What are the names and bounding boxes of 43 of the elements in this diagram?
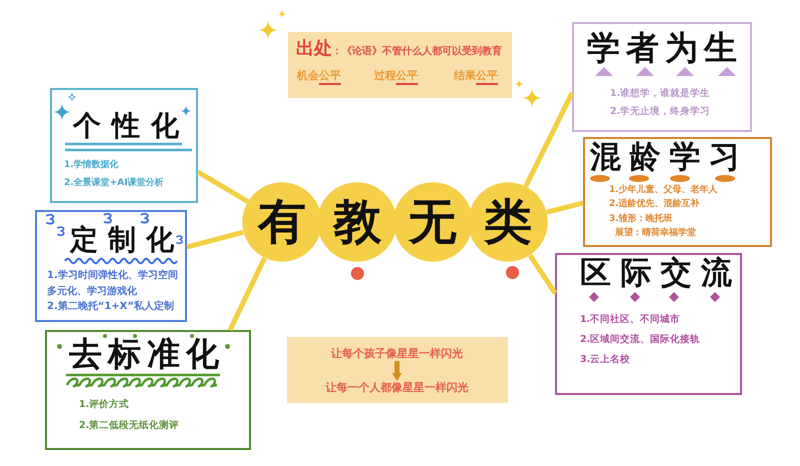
- card-title: 区际交流: [580, 258, 732, 289]
- list-item: 1.学习时间弹性化、学习空间多元化、学习游戏化: [47, 268, 179, 298]
- connector-line: [524, 92, 574, 188]
- list-item: 2.第二晚托“1+X”私人定制: [47, 299, 174, 314]
- card-title: 定制化: [70, 226, 174, 254]
- list-item: 1.学情数据化: [64, 158, 119, 172]
- list-item: 3.雏形：晚托班: [609, 212, 673, 226]
- topic-card: [583, 137, 772, 247]
- list-item: 1.不同社区、不同城市: [580, 312, 680, 327]
- card-title: 学者为生: [587, 31, 737, 64]
- connector-line: [196, 170, 249, 204]
- topic-card: [555, 253, 742, 395]
- list-item: 2.全景课堂+AI课堂分析: [64, 176, 164, 190]
- list-item: 1.谁想学，谁就是学生: [610, 86, 710, 101]
- list-item: 3.云上名校: [580, 353, 630, 367]
- card-title: 去标准化: [69, 337, 219, 370]
- list-item: 2.第二低段无纸化测评: [79, 419, 180, 433]
- slogan-text: 让每一个人都像星星一样闪光: [326, 381, 468, 395]
- principle-label: 过程公平: [374, 69, 418, 85]
- connector-line: [546, 200, 584, 215]
- connector-line: [528, 254, 558, 294]
- list-item: 展望：晴荷幸福学堂: [615, 226, 696, 240]
- topic-card: [572, 22, 752, 132]
- slogan-text: 让每个孩子像星星一样闪光: [331, 347, 463, 361]
- principle-label: 结果公平: [454, 69, 498, 85]
- note-panel: [287, 337, 508, 403]
- principle-label: 机会公平: [297, 69, 341, 85]
- card-title: 个性化: [73, 112, 179, 140]
- topic-card: [35, 210, 187, 322]
- list-item: 2.适龄优先、混龄互补: [609, 197, 700, 212]
- topic-card: [50, 88, 198, 203]
- list-item: 2.区域间交流、国际化接轨: [580, 332, 700, 347]
- source-note: 出处：《论语》不管什么人都可以受到教育: [296, 38, 502, 61]
- connector-line: [186, 230, 244, 250]
- card-title: 混龄学习: [590, 142, 740, 173]
- central-title: 有教无类: [258, 198, 532, 246]
- list-item: 1.评价方式: [79, 398, 130, 412]
- note-panel: [288, 32, 512, 98]
- list-item: 1.少年儿童、父母、老年人: [609, 183, 718, 197]
- arrow: [392, 361, 402, 381]
- connector-line: [228, 256, 267, 332]
- list-item: 2.学无止境，终身学习: [610, 104, 710, 119]
- topic-card: [45, 330, 251, 450]
